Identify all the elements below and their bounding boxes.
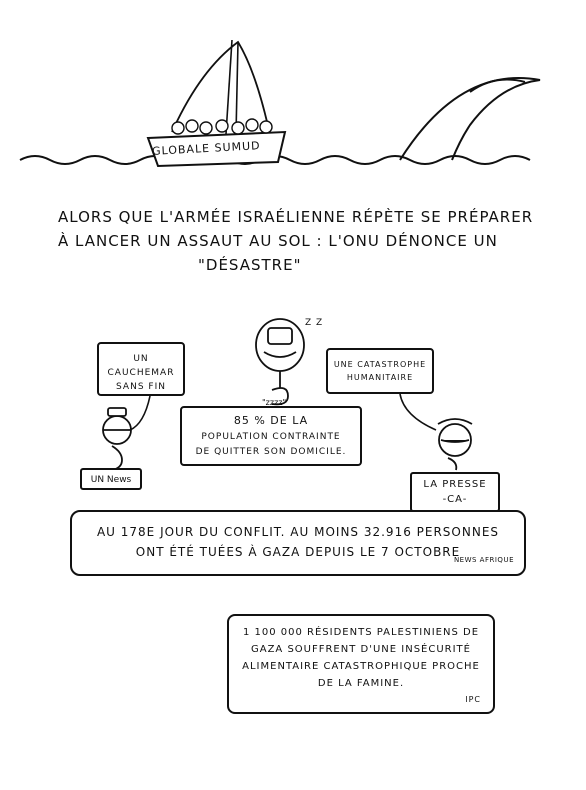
displacement-box: 85 % de la population contrainte de quit…: [180, 406, 362, 466]
sleeping-figure: [255, 318, 305, 406]
source-label-la-presse: La Presse -CA-: [410, 472, 500, 512]
famine-line-2: Gaza souffrent d'une insécurité: [250, 644, 471, 655]
sleeper-caption: "zzzz": [262, 398, 287, 407]
casualties-source: News Afrique: [453, 556, 514, 564]
right-reporter-figure: [437, 418, 473, 471]
source-label-un-news: UN News: [80, 468, 142, 490]
headline-line-3: "Désastre": [198, 256, 302, 274]
speech-bubble-right: Une catastrophe humanitaire: [326, 348, 434, 394]
displacement-line-2: population contrainte: [201, 432, 341, 442]
headline: Alors que l'armée israélienne répète se …: [58, 205, 548, 277]
la-presse-line-1: La Presse: [423, 479, 487, 490]
casualties-box: Au 178e jour du conflit. Au moins 32.916…: [70, 510, 526, 576]
left-reporter-figure: [102, 407, 132, 471]
casualties-line-2: ont été tuées à Gaza depuis le 7 octobre: [135, 545, 461, 559]
displacement-percent: 85 % de la: [233, 414, 309, 427]
famine-source: IPC: [465, 695, 481, 704]
famine-line-4: de la famine.: [317, 678, 405, 689]
speech-bubble-left: Un cauchemar sans fin: [97, 342, 185, 396]
famine-line-3: alimentaire catastrophique proche: [242, 661, 480, 672]
snore-text: z z: [305, 318, 324, 328]
casualties-line-1: Au 178e jour du conflit. Au moins 32.916…: [96, 525, 500, 539]
displacement-line-3: de quitter son domicile.: [195, 447, 347, 457]
headline-line-1: Alors que l'armée israélienne répète se …: [58, 208, 534, 226]
boat-passengers: [171, 118, 273, 135]
famine-box: 1 100 000 résidents palestiniens de Gaza…: [227, 614, 495, 714]
whale-icon: [399, 76, 541, 161]
headline-line-2: à lancer un assaut au sol : l'ONU dénonc…: [58, 232, 498, 250]
la-presse-line-2: -CA-: [442, 494, 468, 505]
famine-line-1: 1 100 000 résidents palestiniens de: [242, 627, 480, 638]
